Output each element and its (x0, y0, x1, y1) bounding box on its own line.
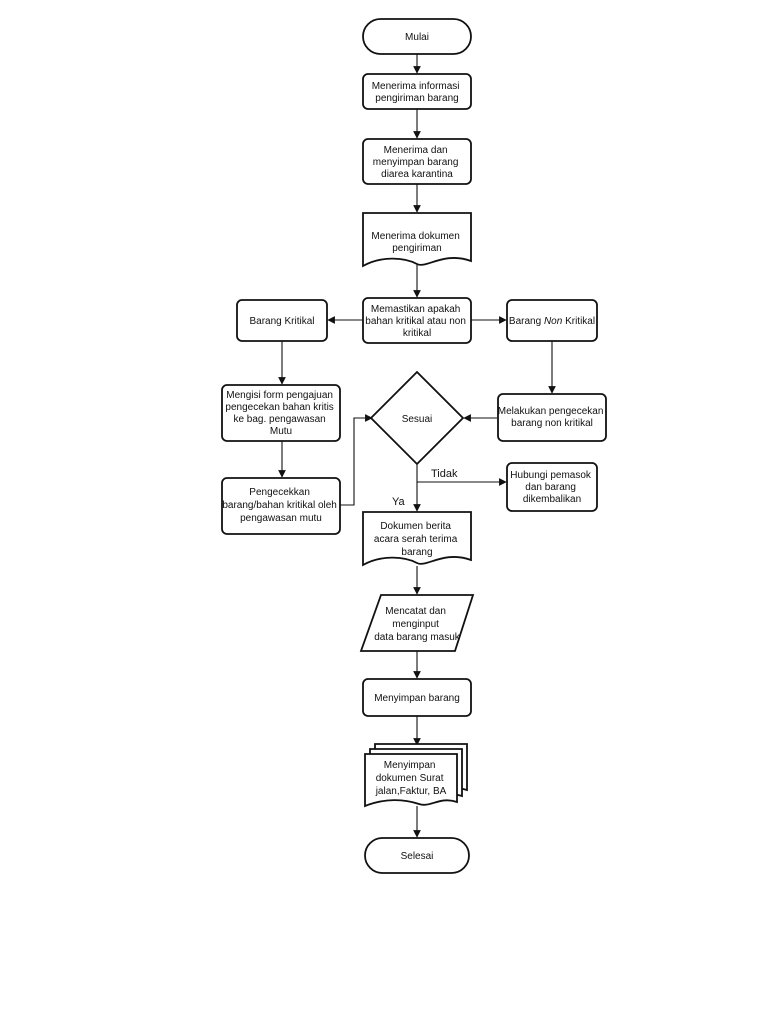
node-hubungi-pemasok: Hubungi pemasok dan barang dikembalikan (506, 462, 598, 512)
node-pengecekan-mutu: Pengecekkan barang/bahan kritikal oleh p… (221, 477, 341, 535)
node-hubungi-pemasok-text: Hubungi pemasok dan barang dikembalikan (510, 470, 593, 505)
node-berita-acara: Dokumen berita acara serah terima barang (362, 511, 472, 567)
node-selesai-text: Selesai (401, 851, 434, 862)
node-terima-dok: Menerima dokumen pengiriman (362, 212, 472, 268)
node-pengecekan-mutu-text: Pengecekkan barang/bahan kritikal oleh p… (222, 487, 339, 524)
node-mencatat: Mencatat dan menginput data barang masuk (359, 594, 475, 652)
node-barang-non-kritikal-text: Barang Non Kritikal (509, 316, 595, 327)
node-menyimpan-barang: Menyimpan barang (362, 678, 472, 717)
node-terima-info: Menerima informasi pengiriman barang (362, 73, 472, 110)
node-memastikan: Memastikan apakah bahan kritikal atau no… (362, 297, 472, 344)
node-sesuai: Sesuai (369, 370, 465, 466)
node-terima-simpan: Menerima dan menyimpan barang diarea kar… (362, 138, 472, 185)
node-mulai: Mulai (362, 18, 472, 55)
edge-label-tidak: Tidak (431, 468, 458, 480)
node-mengisi-form: Mengisi form pengajuan pengecekan bahan … (221, 384, 341, 442)
node-simpan-dok: Menyimpan dokumen Surat jalan,Faktur, BA (364, 743, 468, 808)
node-mulai-text: Mulai (405, 32, 429, 43)
edge-label-ya: Ya (392, 496, 406, 508)
node-memastikan-text: Memastikan apakah bahan kritikal atau no… (365, 304, 468, 339)
node-barang-kritikal: Barang Kritikal (236, 299, 328, 342)
node-selesai: Selesai (364, 837, 470, 874)
node-terima-simpan-text: Menerima dan menyimpan barang diarea kar… (373, 145, 461, 180)
node-simpan-dok-text: Menyimpan dokumen Surat jalan,Faktur, BA (375, 760, 447, 797)
node-terima-info-text: Menerima informasi pengiriman barang (372, 81, 463, 104)
node-barang-non-kritikal: Barang Non Kritikal (506, 299, 598, 342)
node-barang-kritikal-text: Barang Kritikal (249, 316, 314, 327)
edges (278, 54, 556, 838)
node-menyimpan-barang-text: Menyimpan barang (374, 693, 460, 704)
node-cek-non-kritikal-text: Melakukan pengecekan barang non kritikal (498, 406, 606, 429)
node-mengisi-form-text: Mengisi form pengajuan pengecekan bahan … (225, 390, 336, 437)
node-sesuai-text: Sesuai (402, 414, 433, 425)
node-terima-dok-text: Menerima dokumen pengiriman (371, 231, 462, 254)
edge-mutu-sesuai (340, 414, 373, 506)
node-mencatat-text: Mencatat dan menginput data barang masuk (374, 606, 461, 643)
node-berita-acara-text: Dokumen berita acara serah terima barang (374, 521, 460, 558)
node-cek-non-kritikal: Melakukan pengecekan barang non kritikal (497, 393, 607, 442)
